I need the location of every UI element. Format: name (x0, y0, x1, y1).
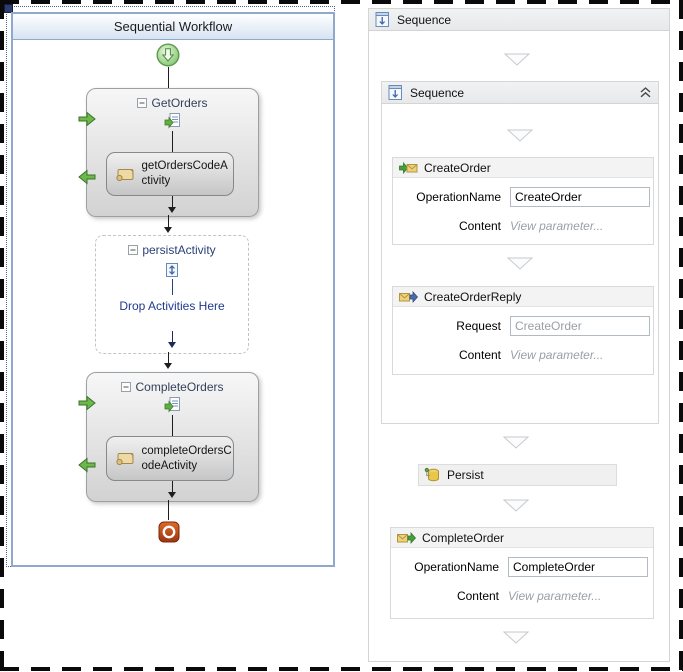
view-parameter-link[interactable]: View parameter... (510, 348, 604, 362)
connector-arrow-icon (168, 492, 176, 498)
selection-dash-bottom (0, 667, 683, 671)
receive-icon (399, 161, 418, 174)
connector-line (172, 331, 173, 343)
content-row: Content View parameter... (399, 586, 645, 606)
sequential-workflow-title: Sequential Workflow (13, 14, 333, 40)
operationname-row: OperationName (399, 557, 648, 577)
activity-getorders-label: GetOrders (151, 96, 208, 110)
activity-createorder[interactable]: CreateOrder OperationName Content View p… (392, 157, 654, 245)
activity-getorderscodeactivity[interactable]: getOrdersCodeActivity (106, 152, 234, 196)
collapse-chevron-icon[interactable] (639, 87, 652, 98)
activity-createorderreply-title: CreateOrderReply (424, 289, 522, 304)
operationname-row: OperationName (401, 187, 650, 207)
connector-line (172, 415, 173, 436)
view-parameter-link[interactable]: View parameter... (510, 219, 604, 233)
content-row: Content View parameter... (401, 216, 645, 236)
flow-out-arrow-icon (78, 457, 96, 473)
flow-out-arrow-icon (78, 169, 96, 185)
connector-line (168, 352, 169, 364)
operationname-label: OperationName (416, 190, 501, 204)
content-label: Content (458, 219, 501, 233)
drop-target-triangle-icon[interactable] (507, 129, 533, 142)
selection-dash-top (0, 0, 683, 4)
activity-createorderreply-header[interactable]: CreateOrderReply (393, 287, 653, 307)
operationname-label: OperationName (414, 560, 499, 574)
selection-dash-right (679, 0, 683, 672)
request-label: Request (456, 319, 501, 333)
scroll-icon (116, 168, 134, 181)
connector-line (168, 215, 169, 228)
drop-target-triangle-icon[interactable] (504, 53, 530, 66)
code-activity-icon (164, 113, 180, 129)
connector-arrow-icon (164, 227, 172, 233)
send-reply-icon (399, 290, 418, 303)
activity-completeorder[interactable]: CompleteOrder OperationName Content View… (390, 527, 654, 619)
drop-target-triangle-icon[interactable] (503, 631, 529, 644)
connector-arrow-icon (168, 207, 176, 213)
request-input[interactable] (510, 316, 650, 336)
activity-persist-title: Persist (447, 468, 484, 482)
activity-persistactivity-title: persistActivity (96, 243, 248, 257)
drop-target-triangle-icon[interactable] (503, 436, 529, 449)
inner-sequence-header[interactable]: Sequence (382, 82, 658, 104)
receive-icon (397, 531, 416, 544)
activity-completeorderscodeactivity[interactable]: completeOrdersCodeActivity (106, 436, 234, 481)
persist-icon (424, 467, 439, 482)
outer-sequence-activity[interactable]: Sequence Sequence (368, 8, 670, 662)
collapse-icon[interactable] (128, 245, 139, 255)
workflow-canvas[interactable]: GetOrders getOrdersCodeActivi (13, 40, 333, 563)
request-row: Request (401, 316, 650, 336)
activity-completeorders-title: CompleteOrders (87, 380, 258, 394)
outer-sequence-header[interactable]: Sequence (369, 9, 669, 31)
activity-persist[interactable]: Persist (418, 464, 617, 486)
operationname-input[interactable] (510, 187, 650, 207)
connector-line (172, 196, 173, 208)
activity-createorder-title: CreateOrder (424, 160, 491, 175)
collapse-icon[interactable] (121, 382, 132, 392)
connector-line (168, 500, 169, 520)
workflow-end-icon (158, 521, 180, 543)
connector-arrow-icon (168, 342, 176, 348)
activity-createorderreply[interactable]: CreateOrderReply Request Content View pa… (392, 286, 654, 375)
collapse-icon[interactable] (137, 98, 148, 108)
drop-activities-hint: Drop Activities Here (119, 299, 225, 313)
activity-getorders[interactable]: GetOrders getOrdersCodeActivi (78, 88, 259, 217)
selection-dash-left (0, 0, 4, 672)
activity-completeorder-title: CompleteOrder (422, 530, 505, 545)
drop-target-triangle-icon[interactable] (503, 499, 529, 512)
sequence-icon (375, 12, 389, 27)
activity-createorder-header[interactable]: CreateOrder (393, 158, 653, 178)
inner-sequence-activity[interactable]: Sequence CreateOrder (381, 81, 659, 424)
drop-target-triangle-icon[interactable] (507, 257, 533, 270)
activity-completeorders-label: CompleteOrders (135, 380, 224, 394)
activity-persistactivity[interactable]: persistActivity Drop Activities Here (95, 235, 249, 354)
activity-completeorderscodeactivity-label: completeOrdersCodeActivity (141, 444, 232, 472)
connector-arrow-icon (164, 363, 172, 369)
inner-sequence-title: Sequence (410, 85, 465, 100)
operationname-input[interactable] (508, 557, 648, 577)
activity-completeorders[interactable]: CompleteOrders completeOrders (78, 372, 259, 502)
sequential-workflow-panel[interactable]: Sequential Workflow GetOrders (11, 12, 335, 567)
view-parameter-link[interactable]: View parameter... (508, 589, 602, 603)
flow-in-arrow-icon (78, 111, 96, 127)
activity-persistactivity-label: persistActivity (142, 243, 216, 257)
connector-line (172, 481, 173, 493)
content-label: Content (456, 589, 499, 603)
connector-line (168, 67, 169, 88)
workflow-start-icon (156, 43, 180, 67)
content-row: Content View parameter... (401, 345, 645, 365)
persist-activity-icon (166, 263, 178, 277)
connector-line (172, 131, 173, 152)
connector-line (172, 279, 173, 295)
activity-completeorder-header[interactable]: CompleteOrder (391, 528, 653, 548)
scroll-icon (116, 453, 134, 466)
activity-getorders-title: GetOrders (87, 96, 258, 110)
workflow-selection-handle[interactable] (4, 4, 13, 13)
flow-in-arrow-icon (78, 395, 96, 411)
code-activity-icon (164, 397, 180, 413)
activity-getorderscodeactivity-label: getOrdersCodeActivity (141, 160, 228, 187)
outer-sequence-title: Sequence (397, 12, 452, 27)
content-label: Content (458, 348, 501, 362)
sequence-icon (388, 85, 402, 100)
